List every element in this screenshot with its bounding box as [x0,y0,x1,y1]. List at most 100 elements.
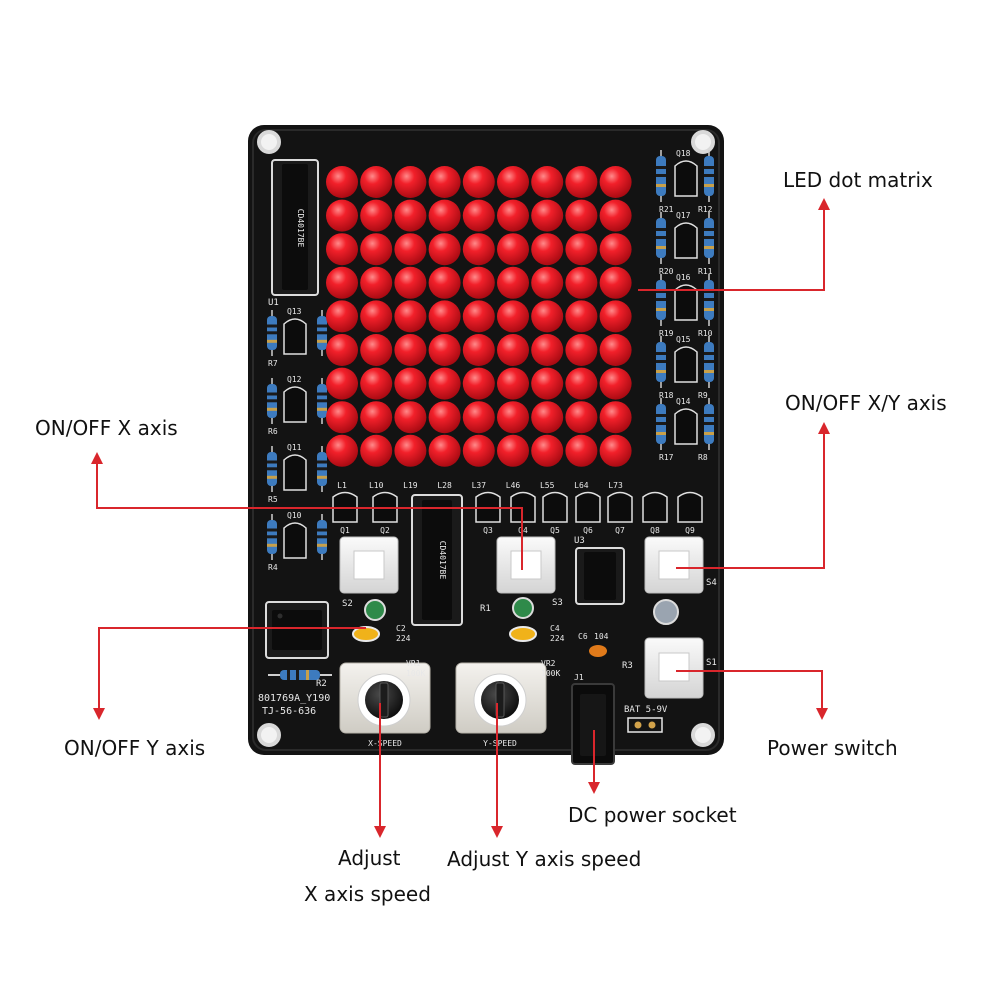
transistor [674,408,698,445]
led [428,300,461,333]
resistor-band [317,475,327,479]
resistor-band [656,166,666,169]
led [531,367,564,400]
led [565,300,598,333]
transistor-label: Q4 [518,526,528,535]
label-onoff-xy-axis: ON/OFF X/Y axis [785,391,947,415]
arrow-led-matrix [818,198,830,210]
vr1-label: VR1 [406,659,421,668]
led [428,401,461,434]
led [462,300,495,333]
label-dc-power-socket: DC power socket [568,803,737,827]
led [360,334,393,366]
led [428,334,461,366]
led [531,434,564,467]
c4-value: 224 [550,634,565,643]
led [462,367,495,400]
transistor-label: Q12 [287,375,302,384]
led [360,300,393,333]
led [326,367,358,400]
j1-label: J1 [574,673,584,682]
transistor-label: Q2 [380,526,390,535]
led [326,300,358,333]
model-line-1: 801769A_Y190 [258,693,330,704]
arrow-onoff-x [91,452,103,464]
chip-u2-text: CD4017BE [438,541,447,580]
resistor-band [656,352,666,355]
led [326,401,358,434]
resistor-label: R21 [659,205,674,214]
r2-label: R2 [316,679,327,689]
s4-label: S4 [706,578,717,588]
s3-label: S3 [552,598,563,608]
led [428,233,461,266]
ceramic-capacitors: C2 224 C4 224 C6 104 [352,624,609,657]
resistor-band [267,535,277,539]
resistor-band [704,360,714,363]
resistor-band [267,528,277,532]
resistor-band [317,535,327,539]
label-onoff-x-axis: ON/OFF X axis [35,416,178,440]
resistor-band [317,392,327,396]
transistor [283,454,307,491]
resistor-band [656,370,666,373]
s1-label: S1 [706,658,717,668]
led [360,401,393,434]
resistor-band [704,174,714,177]
switch-s1: S1 [644,637,717,699]
r3-label: R3 [622,661,633,671]
resistor-band [267,407,277,411]
resistor-label: R9 [698,391,708,400]
callout-led-matrix [638,208,825,291]
c2-label: C2 [396,624,406,633]
led [462,166,495,198]
resistor-band [267,467,277,471]
led [599,367,632,400]
resistor-band [704,184,714,187]
led [326,166,358,198]
transistor [674,160,698,197]
transistor-label: Q8 [650,526,660,535]
led [462,199,495,232]
callout-onoff-y [98,627,366,708]
resistor-band [704,308,714,311]
led [497,401,529,434]
transistor [283,522,307,559]
led-column-label: L19 [403,481,418,490]
switch-s4: S4 [644,536,717,594]
led [565,334,598,366]
electrolytic-capacitors [364,597,679,625]
resistor-band [267,339,277,343]
resistor-label: R5 [268,495,278,504]
led [394,367,427,400]
resistor-band [656,228,666,231]
led [326,334,358,366]
led [326,266,358,299]
led [565,367,598,400]
c2-value: 224 [396,634,411,643]
resistor-band [656,290,666,293]
vr1-value: 100K [406,669,425,678]
led [326,199,358,232]
led [394,334,427,366]
resistor-band [656,246,666,249]
led-dot-matrix [326,166,632,467]
led [565,166,598,198]
transistor-label: Q7 [615,526,625,535]
resistor-label: R4 [268,563,278,572]
resistor-label: R18 [659,391,674,400]
resistor-band [656,432,666,435]
led [428,266,461,299]
transistor [677,491,703,523]
led [462,334,495,366]
led [360,266,393,299]
transistor-label: Q6 [583,526,593,535]
label-power-switch: Power switch [767,736,898,760]
led [497,166,529,198]
transistor-label: Q5 [550,526,560,535]
resistor-band [704,432,714,435]
chip-u3: U3 [574,536,625,605]
transistor [674,346,698,383]
